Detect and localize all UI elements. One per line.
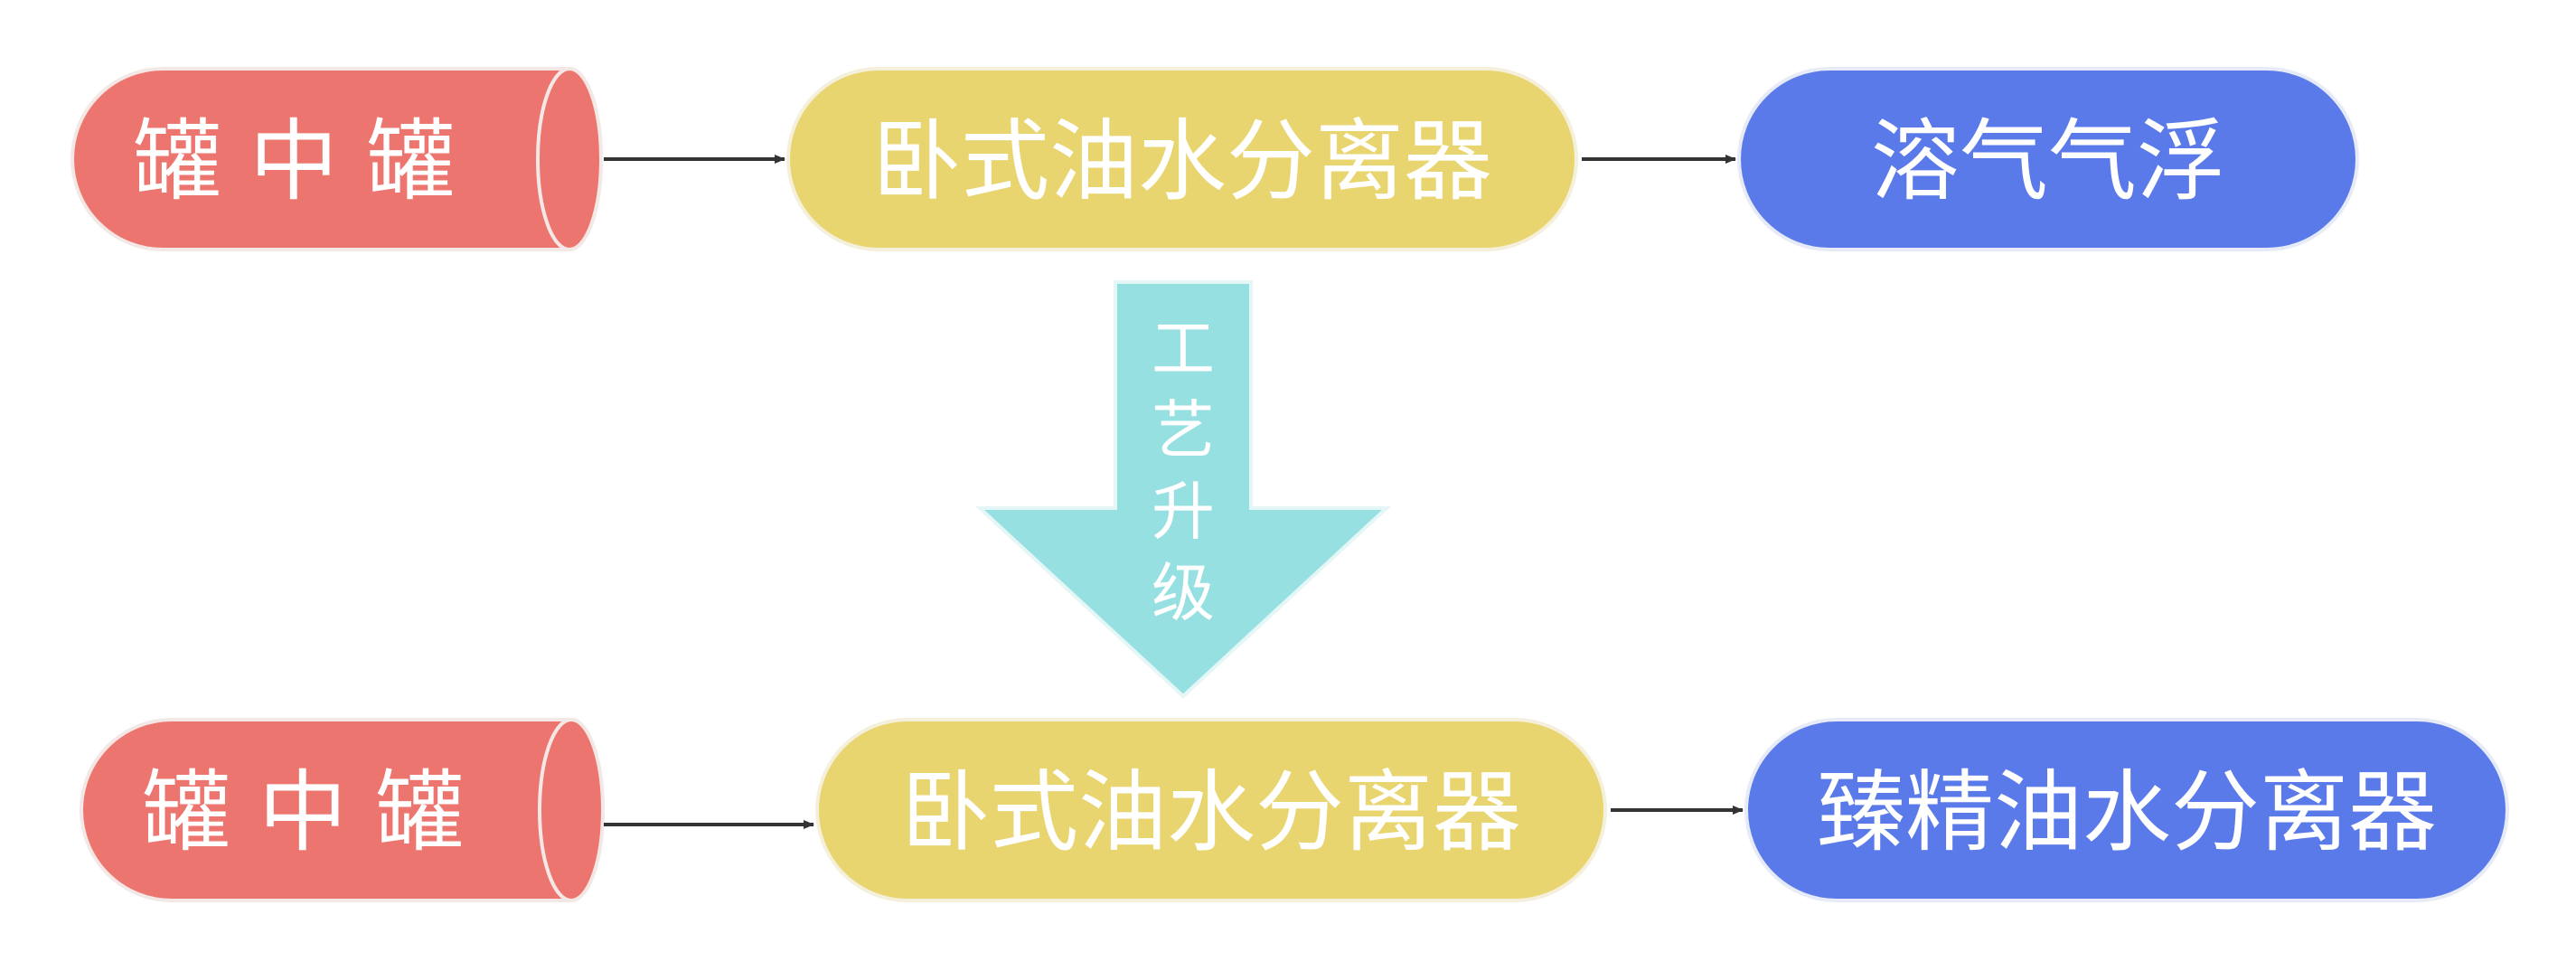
tank-label: 罐 中 罐 <box>142 761 464 864</box>
separator-label: 卧式油水分离器 <box>901 761 1521 864</box>
output-node-top[interactable]: 溶气气浮 <box>1737 67 2359 251</box>
output-label: 臻精油水分离器 <box>1817 761 2437 864</box>
output-box <box>1744 718 2509 902</box>
separator-box <box>815 718 1607 902</box>
separator-label: 卧式油水分离器 <box>872 110 1492 213</box>
tank-label: 罐 中 罐 <box>133 110 455 213</box>
separator-node-bottom[interactable]: 卧式油水分离器 <box>815 718 1607 902</box>
row-upgraded-process: 罐 中 罐 卧式油水分离器 臻精油水分离器 <box>80 718 2509 902</box>
upgrade-char-3: 升 <box>1152 475 1215 549</box>
upgrade-arrow-shape <box>974 280 1392 699</box>
separator-node-top[interactable]: 卧式油水分离器 <box>786 67 1578 251</box>
upgrade-char-1: 工 <box>1152 312 1215 386</box>
upgrade-char-2: 艺 <box>1152 393 1215 467</box>
output-node-bottom[interactable]: 臻精油水分离器 <box>1744 718 2509 902</box>
tank-cap <box>536 67 603 251</box>
upgrade-char-4: 级 <box>1152 556 1215 630</box>
tank-cap <box>538 718 605 902</box>
separator-box <box>786 67 1578 251</box>
tank-node-top[interactable]: 罐 中 罐 <box>71 67 603 251</box>
tank-node-bottom[interactable]: 罐 中 罐 <box>80 718 605 902</box>
output-box <box>1737 67 2359 251</box>
row-original-process: 罐 中 罐 卧式油水分离器 溶气气浮 <box>71 67 2359 251</box>
output-label: 溶气气浮 <box>1871 110 2225 213</box>
upgrade-arrow: 工 艺 升 级 <box>974 280 1392 699</box>
